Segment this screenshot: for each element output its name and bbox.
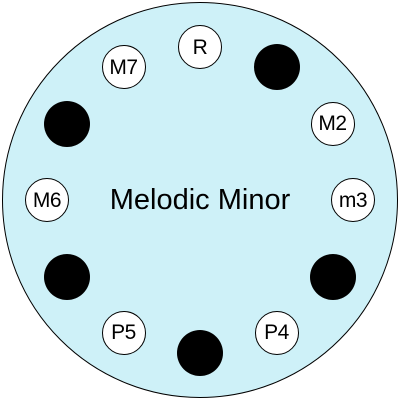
omitted-note-marker (44, 253, 91, 300)
omitted-note-marker (253, 44, 300, 91)
omitted-note-marker (177, 330, 223, 376)
interval-note-r: R (178, 25, 222, 69)
interval-note-m6: M6 (25, 178, 69, 222)
interval-note-m3: m3 (331, 178, 375, 222)
interval-note-m2: M2 (310, 101, 355, 146)
interval-note-p5: P5 (101, 310, 146, 355)
interval-note-m7: M7 (101, 45, 146, 90)
omitted-note-marker (309, 253, 356, 300)
diagram-title: Melodic Minor (109, 184, 291, 216)
interval-note-p4: P4 (254, 310, 299, 355)
omitted-note-marker (44, 100, 91, 147)
